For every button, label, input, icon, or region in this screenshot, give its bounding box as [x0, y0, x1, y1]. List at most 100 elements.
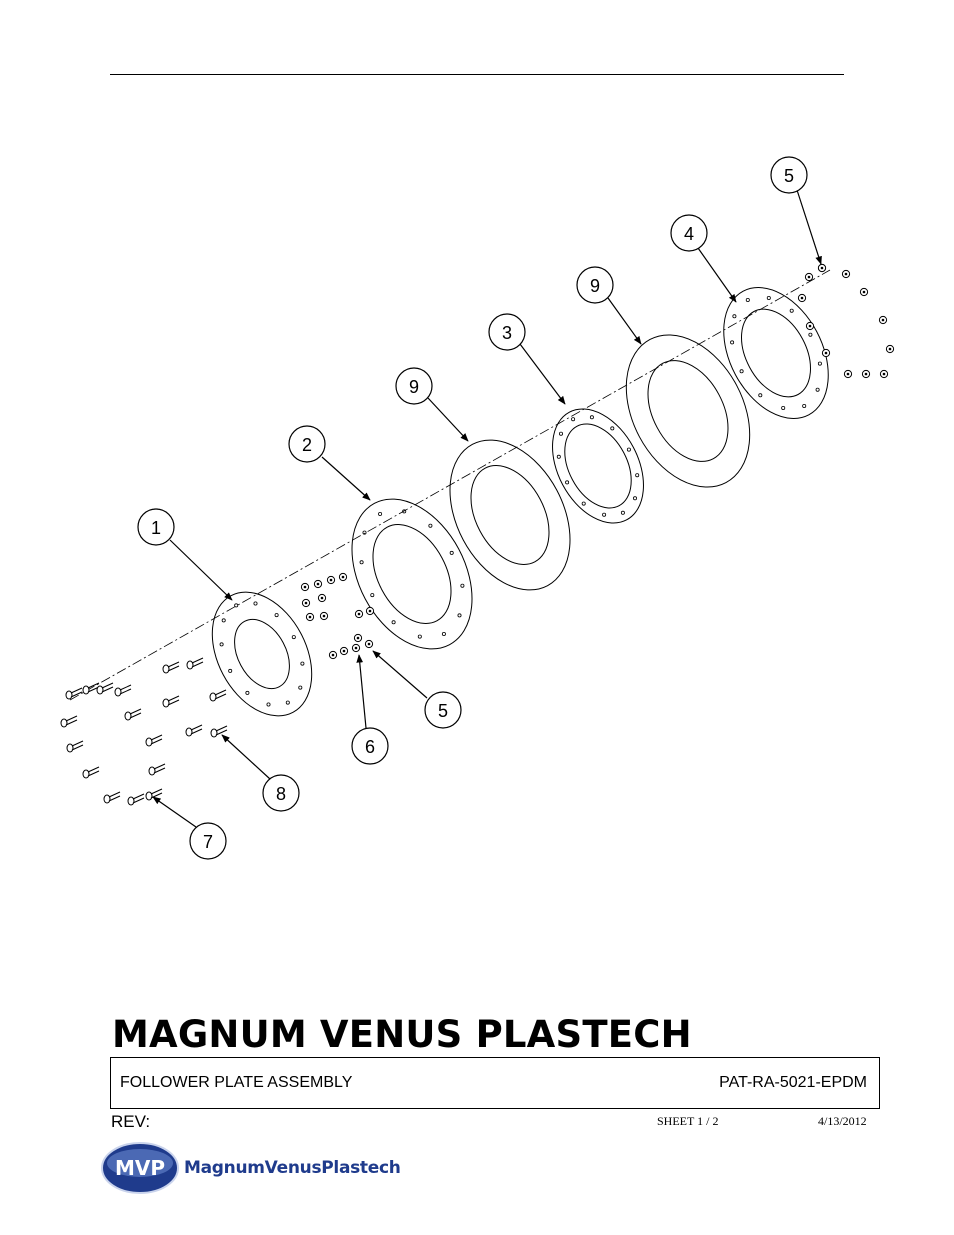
rev-label: REV: — [111, 1112, 150, 1132]
nut-bore — [321, 597, 324, 600]
nut-bore — [809, 325, 812, 328]
nut-bore — [332, 654, 335, 657]
nut-bore — [883, 373, 886, 376]
bolt-head — [66, 691, 72, 699]
bolt-hole — [557, 455, 560, 458]
bolt-hole — [790, 309, 793, 312]
bolt-hole — [566, 481, 569, 484]
bolt-hole — [590, 416, 593, 419]
nuts-and-washers — [301, 264, 893, 658]
svg-text:9: 9 — [409, 377, 419, 397]
balloon-2: 2 — [289, 426, 325, 462]
nut-bore — [304, 586, 307, 589]
part-9-gasket-b — [601, 314, 774, 509]
bolt-hole — [299, 686, 302, 689]
svg-text:3: 3 — [502, 323, 512, 343]
nut-bore — [368, 643, 371, 646]
bolt-hole — [392, 621, 395, 624]
bolt-hole — [559, 432, 562, 435]
bolt-head — [115, 688, 121, 696]
part-9-gasket-a — [426, 419, 595, 610]
exploded-assembly-drawing: 1 2 9 3 9 4 5 5 6 7 8 — [0, 0, 954, 1000]
nut-bore — [847, 373, 850, 376]
bolt-head — [186, 728, 192, 736]
bolt-hole — [429, 524, 432, 527]
svg-text:9: 9 — [590, 276, 600, 296]
bolt-head — [146, 792, 152, 800]
bolt-hole — [301, 662, 304, 665]
bolt-head — [163, 665, 169, 673]
bolt-hole — [461, 584, 464, 587]
logo-wordmark: MagnumVenusPlastech — [184, 1158, 401, 1178]
nut-bore — [801, 297, 804, 300]
bolt-hole — [442, 632, 445, 635]
bolt-head — [83, 770, 89, 778]
bolt-hole — [611, 427, 614, 430]
bolt-hole — [740, 370, 743, 373]
bolt-head — [149, 767, 155, 775]
bolt-hole — [418, 635, 421, 638]
bolt-hole — [627, 448, 630, 451]
nut-bore — [369, 610, 372, 613]
nut-bore — [323, 615, 326, 618]
nut-bore — [309, 616, 312, 619]
bolt-hole — [733, 315, 736, 318]
nut-bore — [845, 273, 848, 276]
part-1-flange — [192, 575, 332, 733]
balloon-7: 7 — [190, 823, 226, 859]
balloon-3: 3 — [489, 314, 525, 350]
bolt-hole — [254, 602, 257, 605]
bolt-hole — [633, 497, 636, 500]
company-logo: MVP MagnumVenusPlastech — [100, 1139, 400, 1199]
balloon-6: 6 — [352, 728, 388, 764]
bolt-head — [104, 795, 110, 803]
balloon-5b: 5 — [425, 692, 461, 728]
nut-bore — [825, 352, 828, 355]
nut-bore — [358, 613, 361, 616]
svg-text:5: 5 — [438, 701, 448, 721]
bolt-head — [61, 719, 67, 727]
bolt-hole — [229, 669, 232, 672]
bolt-hole — [371, 594, 374, 597]
nut-bore — [342, 576, 345, 579]
bolts — [61, 658, 227, 805]
svg-text:2: 2 — [302, 435, 312, 455]
bolt-hole — [275, 614, 278, 617]
svg-text:8: 8 — [276, 784, 286, 804]
bolt-hole — [731, 341, 734, 344]
nut-bore — [865, 373, 868, 376]
nut-bore — [305, 602, 308, 605]
bolt-hole — [582, 502, 585, 505]
svg-text:5: 5 — [784, 166, 794, 186]
bolt-head — [67, 744, 73, 752]
nut-bore — [882, 319, 885, 322]
balloon-9b: 9 — [577, 267, 613, 303]
nut-bore — [330, 579, 333, 582]
company-name: MAGNUM VENUS PLASTECH — [112, 1013, 692, 1056]
balloon-5a: 5 — [771, 157, 807, 193]
bolt-head — [163, 699, 169, 707]
bolt-hole — [759, 394, 762, 397]
nut-bore — [357, 637, 360, 640]
bolt-hole — [379, 512, 382, 515]
bolt-hole — [450, 551, 453, 554]
balloon-4: 4 — [671, 215, 707, 251]
bolt-hole — [809, 333, 812, 336]
mvp-logo-icon: MVP — [100, 1139, 182, 1197]
bolt-hole — [818, 362, 821, 365]
nut-bore — [355, 647, 358, 650]
bolt-hole — [767, 296, 770, 299]
sheet-number: SHEET 1 / 2 — [657, 1114, 718, 1129]
bolt-hole — [621, 511, 624, 514]
bolt-hole — [458, 614, 461, 617]
drawing-title: FOLLOWER PLATE ASSEMBLY — [120, 1074, 352, 1092]
bolt-head — [187, 661, 193, 669]
part-1-bolt-holes — [220, 602, 304, 706]
part-number: PAT-RA-5021-EPDM — [719, 1074, 867, 1092]
bolt-hole — [746, 298, 749, 301]
bolt-head — [210, 693, 216, 701]
svg-text:4: 4 — [684, 224, 694, 244]
bolt-hole — [360, 561, 363, 564]
balloon-9a: 9 — [396, 368, 432, 404]
part-2-plate — [328, 478, 497, 669]
